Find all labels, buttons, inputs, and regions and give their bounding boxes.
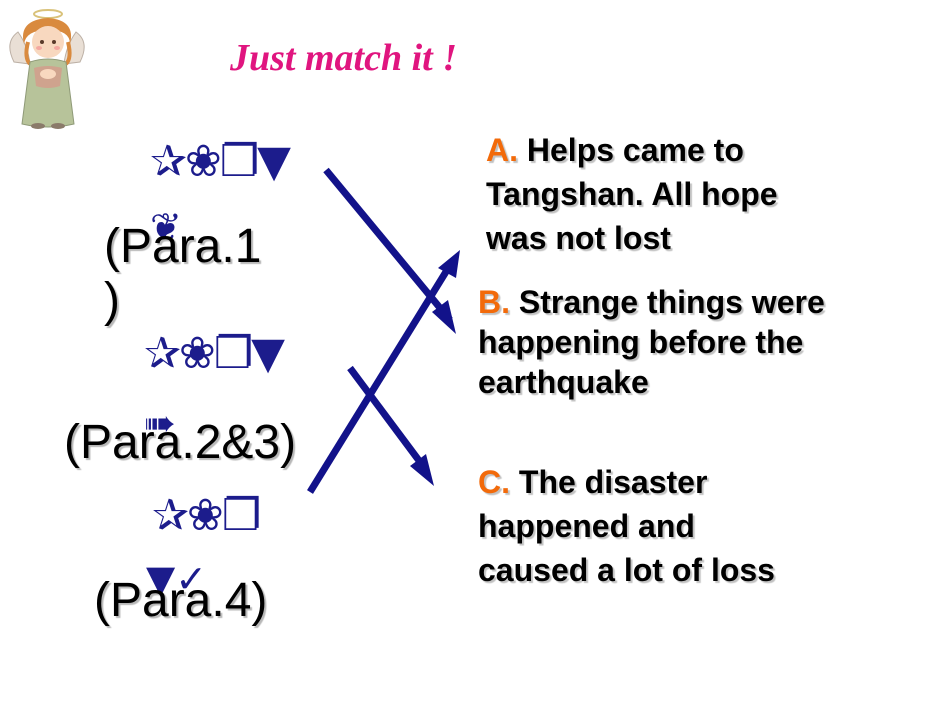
page-title: Just match it ! xyxy=(230,37,457,79)
angel-clipart xyxy=(9,9,85,129)
option-a: A. Helps came to Tangshan. All hope was … xyxy=(486,128,826,260)
option-a-text: Helps came to Tangshan. All hope was not… xyxy=(486,132,778,256)
option-c-letter: C. xyxy=(478,464,510,500)
para23-wingdings-extra: ➠ xyxy=(144,401,176,445)
para1-label: (Para.1 ) xyxy=(104,220,261,328)
arrow-para1-to-b xyxy=(323,167,456,334)
para1-label-line1: (Para.1 xyxy=(104,220,262,273)
para1-wingdings-extra: ❦ xyxy=(150,205,182,249)
arrow-para23-to-c xyxy=(347,365,434,486)
option-c: C. The disaster happened and caused a lo… xyxy=(478,460,808,592)
para23-label: (Para.2&3) xyxy=(64,416,297,469)
option-b-text: Strange things were happening before the… xyxy=(478,284,825,400)
para1-label-line2: ) xyxy=(104,274,120,327)
option-b: B. Strange things were happening before … xyxy=(478,282,878,402)
para4-wingdings-extra: ▼✓ xyxy=(146,557,208,601)
para1-wingdings: ✰❀❐▼ xyxy=(150,136,291,187)
option-a-letter: A. xyxy=(486,132,518,168)
arrow-para4-to-a xyxy=(307,250,460,494)
option-c-text: The disaster happened and caused a lot o… xyxy=(478,464,775,588)
para23-wingdings: ✰❀❐▼ xyxy=(144,328,285,379)
para4-wingdings: ✰❀❐ xyxy=(152,490,261,541)
option-b-letter: B. xyxy=(478,284,510,320)
para4-label: (Para.4) xyxy=(94,574,268,627)
